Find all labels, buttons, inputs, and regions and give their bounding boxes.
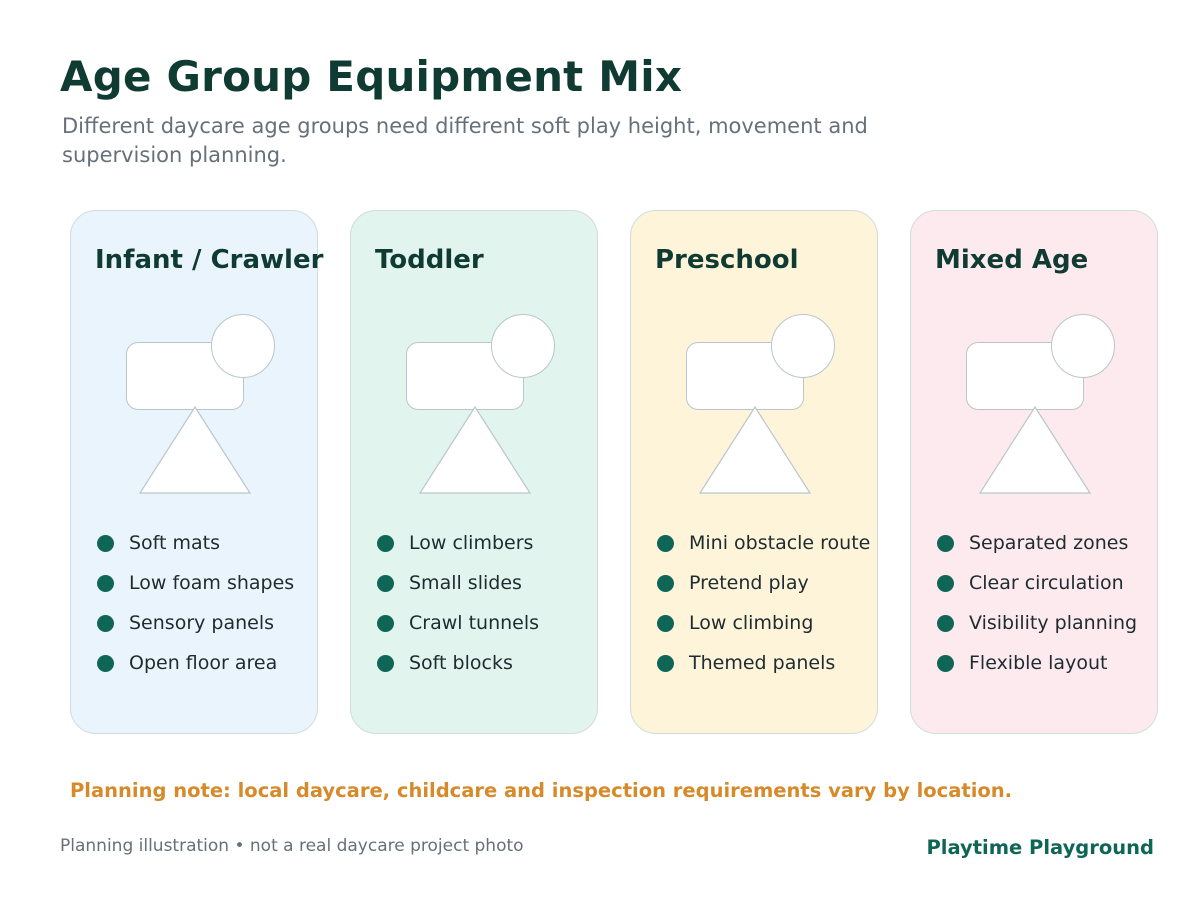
equipment-shapes-illustration	[405, 313, 557, 494]
card-mixed-age: Mixed Age Separated zones Clear circulat…	[910, 210, 1158, 734]
card-title: Preschool	[655, 245, 799, 275]
bullet-dot-icon	[97, 535, 114, 552]
foam-wedge-shape	[699, 406, 811, 494]
card-infant-crawler: Infant / Crawler Soft mats Low foam shap…	[70, 210, 323, 734]
bullet-dot-icon	[937, 655, 954, 672]
bullet-dot-icon	[657, 655, 674, 672]
bullet-dot-icon	[937, 535, 954, 552]
card-title: Mixed Age	[935, 245, 1089, 275]
bullet-dot-icon	[937, 575, 954, 592]
foam-wedge-shape	[419, 406, 531, 494]
bullet-dot-icon	[97, 575, 114, 592]
card-title: Toddler	[375, 245, 484, 275]
brand-name: Playtime Playground	[926, 836, 1154, 859]
page-subtitle: Different daycare age groups need differ…	[62, 114, 868, 167]
equipment-shapes-illustration	[965, 313, 1117, 494]
foam-wedge-shape	[139, 406, 251, 494]
bullet-dot-icon	[377, 535, 394, 552]
bullet-dot-icon	[377, 655, 394, 672]
planning-note: Planning note: local daycare, childcare …	[70, 779, 1013, 802]
foam-ball-shape	[491, 314, 555, 378]
bullet-dot-icon	[377, 575, 394, 592]
bullet-dot-icon	[377, 615, 394, 632]
bullet-dot-icon	[657, 575, 674, 592]
foam-ball-shape	[771, 314, 835, 378]
bullet-dot-icon	[657, 615, 674, 632]
equipment-shapes-illustration	[685, 313, 837, 494]
bullet-dot-icon	[97, 615, 114, 632]
card-preschool: Preschool Mini obstacle route Pretend pl…	[630, 210, 878, 734]
card-title: Infant / Crawler	[95, 245, 324, 275]
bullet-dot-icon	[97, 655, 114, 672]
foam-wedge-shape	[979, 406, 1091, 494]
bullet-dot-icon	[657, 535, 674, 552]
bullet-dot-icon	[937, 615, 954, 632]
foam-ball-shape	[1051, 314, 1115, 378]
foam-ball-shape	[211, 314, 275, 378]
equipment-shapes-illustration	[125, 313, 277, 494]
card-toddler: Toddler Low climbers Small slides Crawl …	[350, 210, 598, 734]
page-title: Age Group Equipment Mix	[60, 52, 683, 101]
footer-disclaimer: Planning illustration • not a real dayca…	[60, 836, 524, 856]
